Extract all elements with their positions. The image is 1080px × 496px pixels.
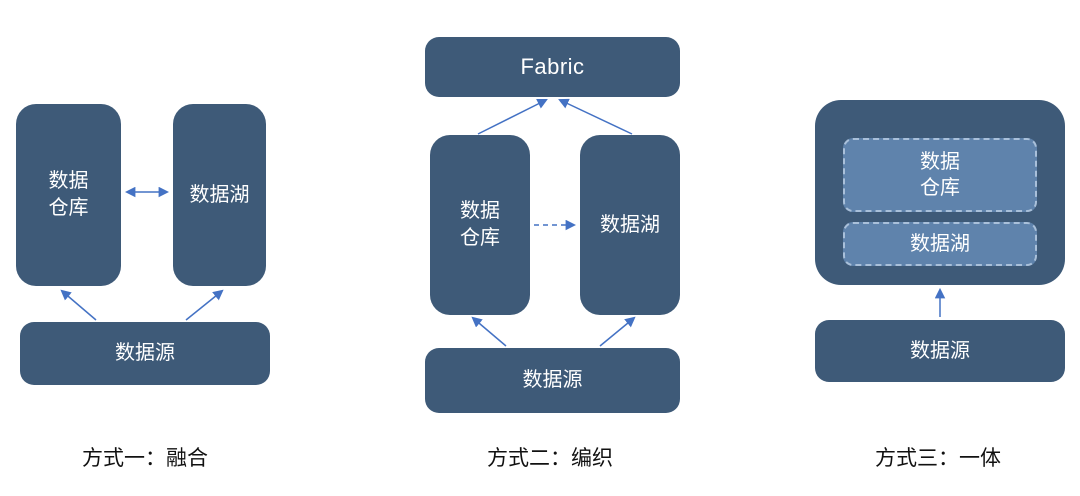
m2-source-to-warehouse-arrow	[471, 316, 507, 347]
m2-lake-to-fabric-arrow	[558, 98, 633, 135]
m3-data-source-box: 数据源	[815, 320, 1065, 382]
m1-source-to-warehouse-arrow	[60, 289, 97, 321]
m2-data-lake-box: 数据湖	[580, 135, 680, 315]
m1-data-warehouse-box: 数据 仓库	[16, 104, 121, 286]
m3-caption: 方式三：一体	[875, 447, 1001, 470]
m2-data-warehouse-box: 数据 仓库	[430, 135, 530, 315]
m2-warehouse-to-fabric-arrow	[477, 99, 548, 135]
m2-caption: 方式二：编织	[487, 447, 613, 470]
m3-data-lake-box: 数据湖	[843, 222, 1037, 266]
m1-data-source-box: 数据源	[20, 322, 270, 385]
m1-caption: 方式一：融合	[82, 447, 208, 470]
m1-source-to-lake-arrow	[185, 289, 224, 321]
m3-data-warehouse-box: 数据 仓库	[843, 138, 1037, 212]
m2-fabric-box: Fabric	[425, 37, 680, 97]
m2-data-source-box: 数据源	[425, 348, 680, 413]
m2-source-to-lake-arrow	[599, 316, 636, 347]
m1-data-lake-box: 数据湖	[173, 104, 266, 286]
